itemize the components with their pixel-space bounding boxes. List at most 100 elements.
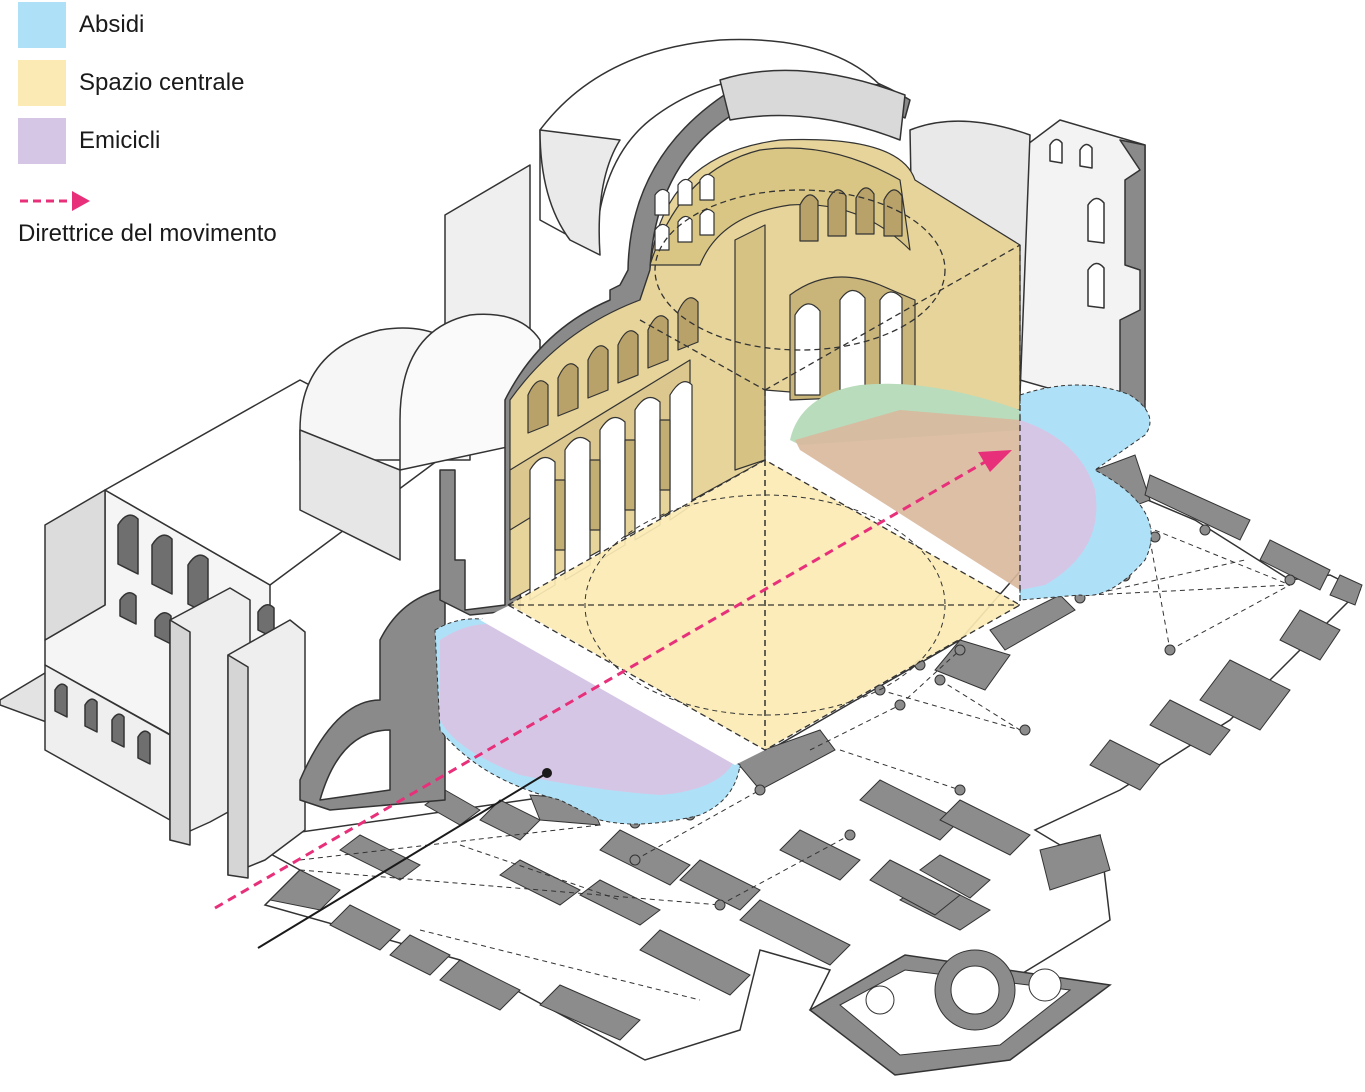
arcade-opening: [634, 396, 661, 541]
east-tower-cut: [1119, 139, 1146, 416]
window-arch: [117, 514, 139, 575]
baptistery-lobe: [865, 985, 895, 1015]
plan-guide-line: [1169, 584, 1291, 651]
plan-guide-line: [1129, 519, 1291, 586]
semidome-drum: [299, 429, 401, 561]
window-arch: [84, 698, 98, 733]
narthex-building: [0, 379, 446, 879]
clerestory-window: [654, 188, 670, 216]
dome-window-band: [719, 69, 906, 141]
plan-column: [954, 784, 966, 796]
legend-label: Spazio centrale: [79, 69, 245, 96]
plan-column: [954, 644, 966, 656]
plan-wall: [1149, 699, 1231, 756]
plan-guide-line: [839, 749, 961, 791]
baptistery-plan: [808, 949, 1112, 1076]
arcade-opening: [529, 456, 556, 601]
legend-label: Absidi: [79, 11, 145, 38]
pier: [734, 224, 766, 471]
plan-guide-line: [419, 929, 701, 1001]
column: [589, 459, 601, 531]
plan-guide-line: [1089, 584, 1291, 596]
legend-movement-label: Direttrice del movimento: [18, 220, 277, 247]
gallery-arch: [799, 194, 819, 242]
plan-wall: [499, 859, 581, 906]
plan-column: [714, 899, 726, 911]
gallery-arch: [587, 345, 609, 399]
plan-wall: [989, 594, 1076, 651]
arcade-opening: [839, 289, 866, 396]
plan-wall: [734, 729, 836, 791]
plan-wall: [679, 859, 761, 911]
gallery-arch: [527, 380, 549, 434]
baptistery-lobe: [950, 965, 1000, 1015]
plan-wall: [1089, 739, 1161, 791]
plan-guide-line: [719, 834, 851, 906]
legend-swatch-absidi: [18, 2, 66, 48]
leader-line: [257, 772, 548, 949]
zone-walkway: [480, 605, 765, 765]
window-arch: [111, 713, 125, 748]
window-arch: [151, 534, 173, 595]
legend-item-absidi: Absidi: [18, 2, 144, 48]
plan-column: [934, 674, 946, 686]
plan-wall: [939, 799, 1031, 856]
upper-dome-projection: [654, 189, 946, 351]
gallery-arch: [677, 297, 699, 351]
plan-column: [844, 829, 856, 841]
movement-axis: [214, 450, 1012, 910]
plan-wall: [329, 904, 401, 951]
cube-wireframe: [639, 319, 766, 391]
gallery-arch: [617, 330, 639, 384]
plan-wall: [389, 934, 451, 976]
plan-wall: [1199, 659, 1291, 731]
column: [659, 419, 671, 491]
plan-column: [754, 784, 766, 796]
buttress-side: [227, 654, 249, 879]
clerestory-window: [654, 223, 670, 251]
window-arch: [1079, 143, 1093, 169]
arcade-opening: [599, 416, 626, 561]
plan-wall: [869, 859, 961, 916]
movement-arrow-line: [214, 460, 986, 910]
arcade-opening: [669, 381, 693, 521]
window-arch: [1049, 138, 1063, 164]
floor-zones: [434, 189, 1152, 825]
plan-guide-line: [299, 869, 721, 906]
gallery-arch: [883, 189, 903, 237]
plan-wall: [639, 929, 751, 996]
interior-naos: [509, 138, 1021, 601]
window-arch: [1087, 197, 1105, 244]
plan-guide-line: [899, 649, 961, 706]
plan-wall: [779, 829, 861, 881]
interior-vault: [649, 147, 911, 266]
plan-column: [629, 854, 641, 866]
legend-label: Emicicli: [79, 127, 161, 154]
plan-wall: [859, 779, 961, 841]
cube-wireframe: [507, 459, 1022, 751]
baptistery-lobe: [1028, 968, 1062, 1002]
plan-wall: [1329, 574, 1363, 606]
plan-guide-line: [809, 704, 901, 751]
column: [624, 439, 636, 511]
plan-wall: [1279, 609, 1341, 661]
gallery-arch: [557, 363, 579, 417]
window-arch: [119, 592, 137, 625]
plan-column: [1284, 574, 1296, 586]
narthex-side-face: [44, 489, 106, 641]
gallery-arch: [647, 315, 669, 369]
gallery-arch: [855, 187, 875, 235]
dome-rib-ring: [539, 129, 621, 256]
legend-item-emicicli: Emicicli: [18, 118, 160, 164]
floor-plan: [242, 454, 1363, 1076]
plan-guide-line: [879, 689, 1021, 731]
plan-wall: [579, 879, 661, 926]
plan-wall: [1144, 474, 1251, 541]
plan-wall: [1039, 834, 1111, 891]
dome-projection-circle: [584, 494, 946, 716]
gallery-arch: [827, 189, 847, 237]
plan-wall: [934, 639, 1011, 691]
plan-column: [1199, 524, 1211, 536]
dashed-arrow-right-icon: [20, 191, 90, 211]
